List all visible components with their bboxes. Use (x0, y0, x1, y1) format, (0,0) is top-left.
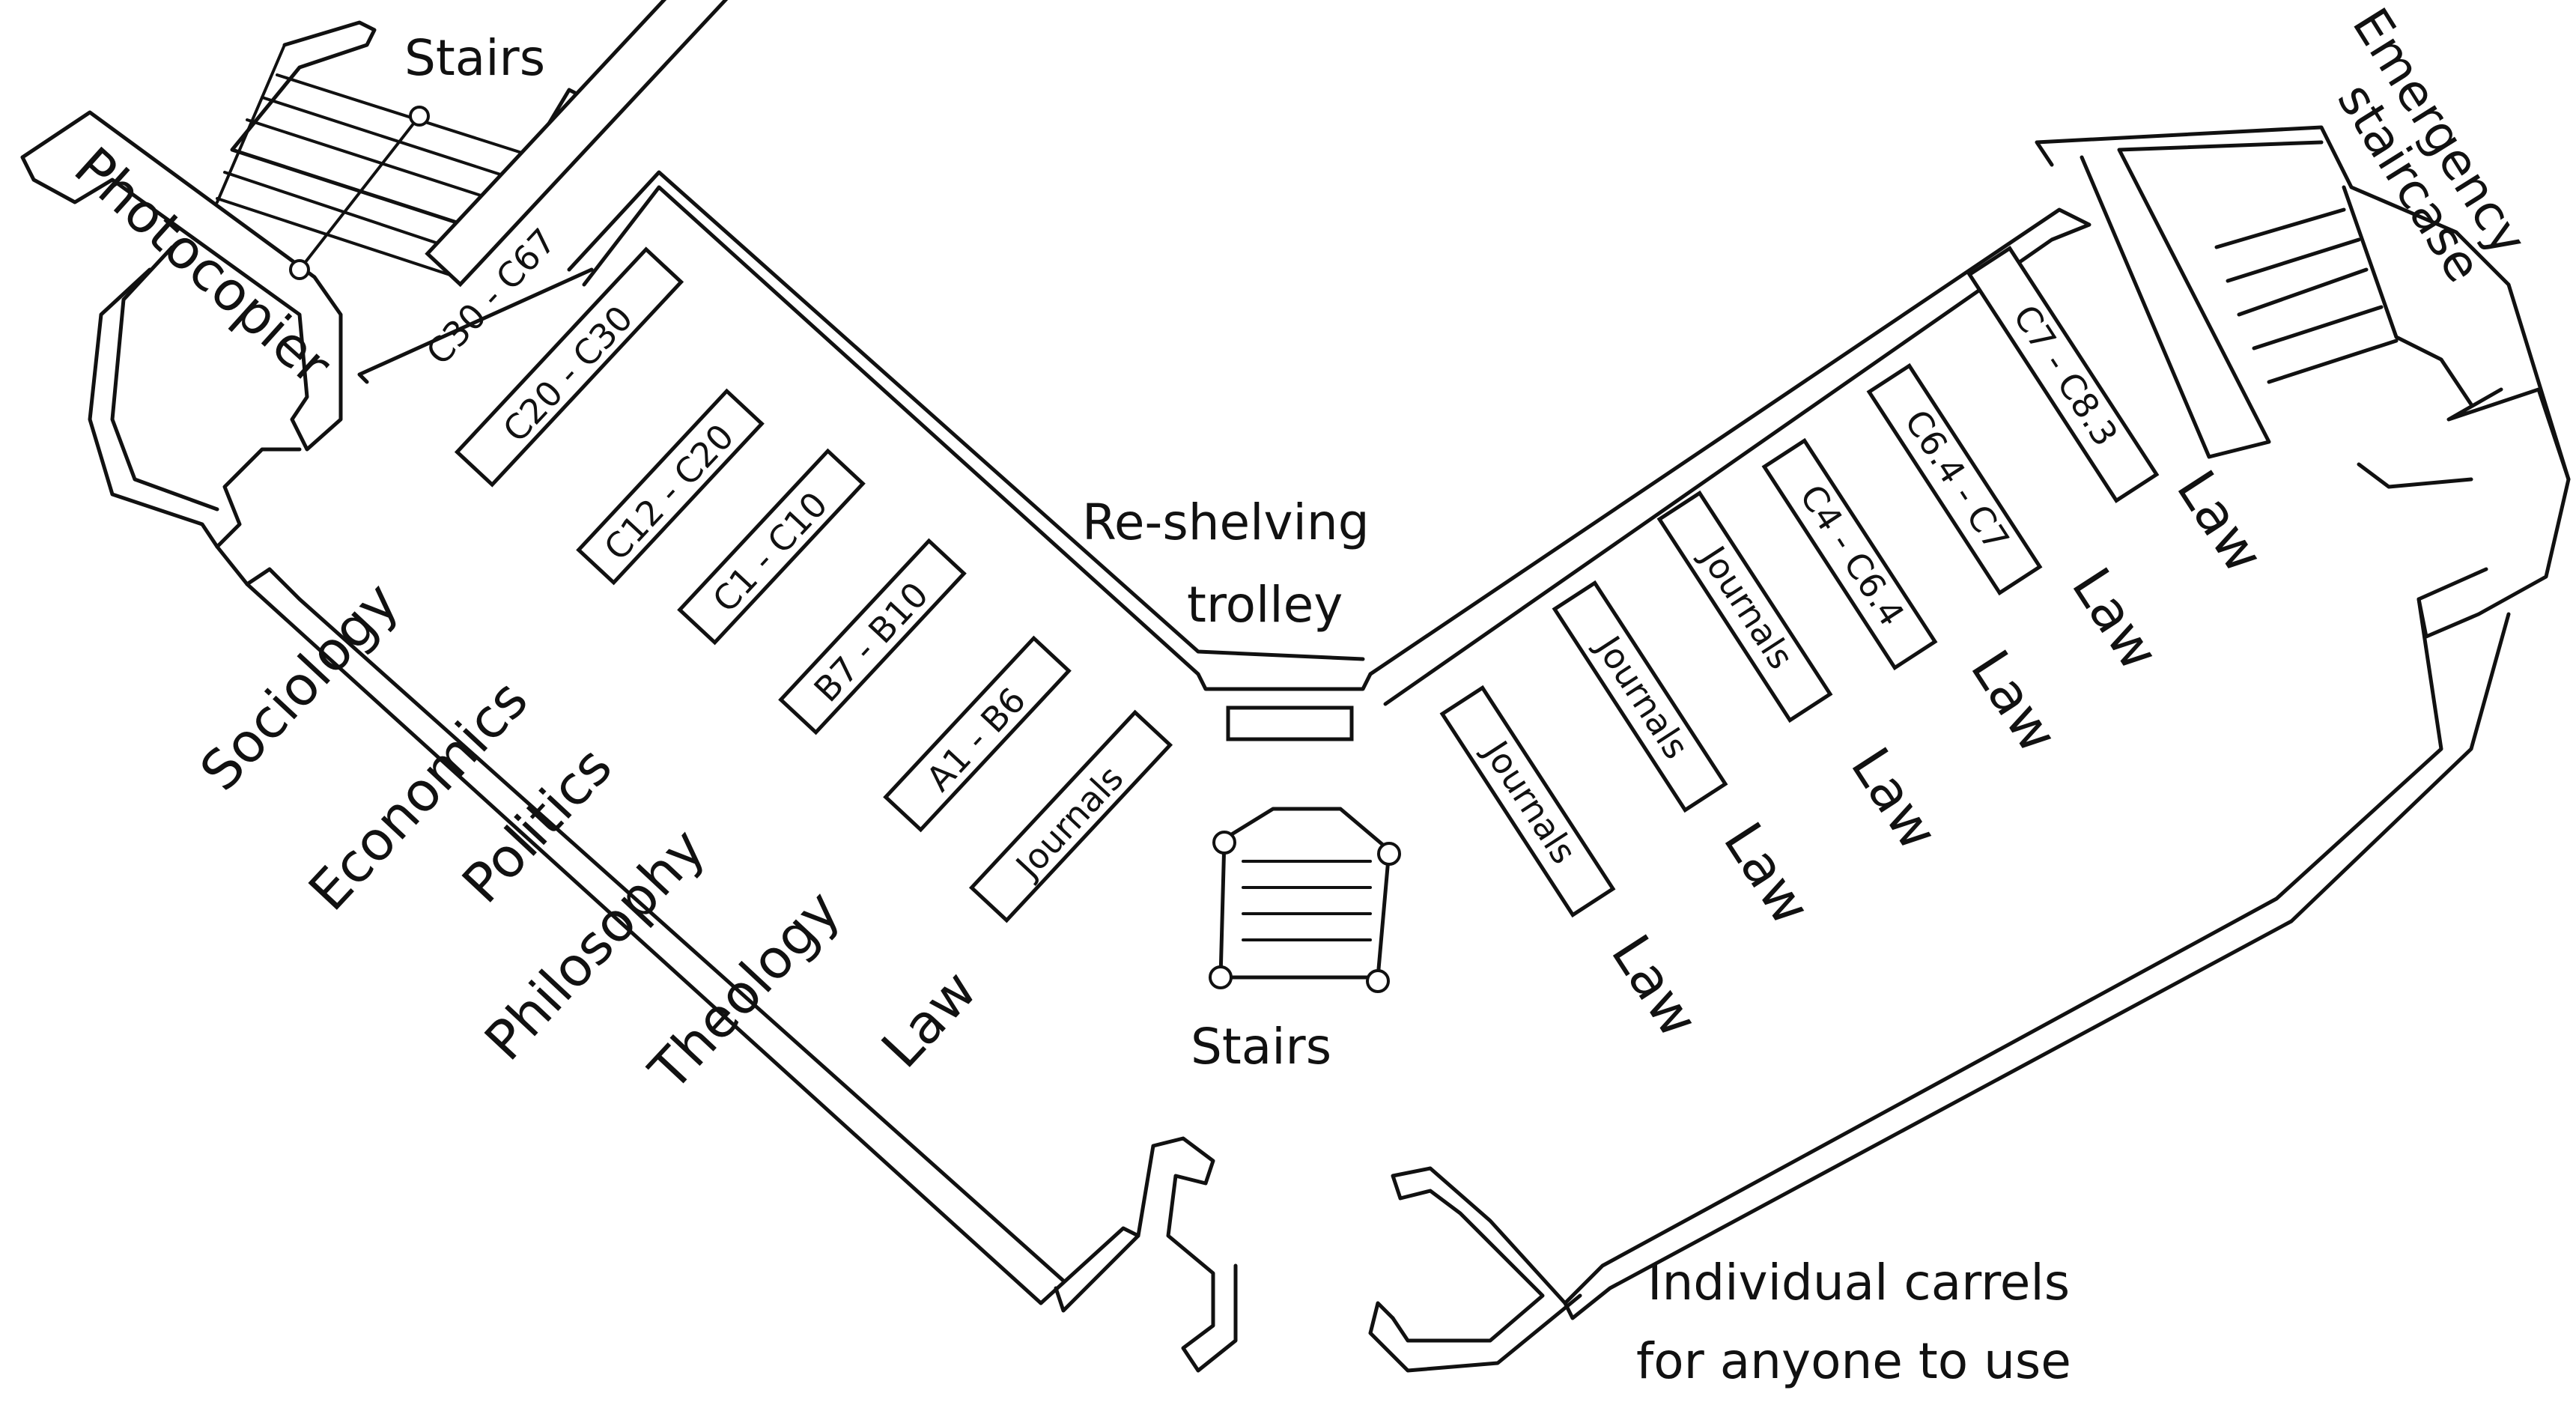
right-shelf-journals-2: Journals (1552, 580, 1728, 813)
right-shelf-c6-4-c7: C6.4 - C7 (1866, 362, 2043, 596)
subject-label-law: Law (1712, 812, 1823, 936)
shelf-label: B7 - B10 (806, 574, 936, 710)
subject-label-law: Law (2060, 557, 2171, 682)
right-shelf-journals-1: Journals (1439, 685, 1616, 918)
subject-label-law: Law (2165, 460, 2276, 584)
bottom-right-carrel (1368, 1166, 1582, 1373)
subject-label-law: Law (1600, 924, 1710, 1049)
reshelving-label-line2: trolley (1187, 576, 1343, 634)
center-stairs-label: Stairs (1191, 1018, 1331, 1075)
subject-label-theology: Theology (637, 879, 851, 1103)
shelf-label: Journals (1006, 758, 1131, 887)
reshelving-label-line1: Re-shelving (1082, 494, 1370, 551)
top-stairs-label: Stairs (404, 29, 545, 87)
center-stairs (1209, 807, 1401, 993)
shelf-label: C6.4 - C7 (1897, 402, 2017, 558)
subject-label-law: Law (1959, 640, 2070, 764)
reshelving-trolley (1226, 705, 1354, 741)
bottom-left-carrel (1039, 1136, 1238, 1373)
carrels-label-line2: for anyone to use (1636, 1332, 2071, 1390)
shelf-label: C7 - C8.3 (2005, 297, 2126, 453)
left-shelf-b7-b10: B7 - B10 (778, 538, 967, 735)
right-wing-walls (1368, 125, 2571, 1320)
shelf-label: C20 - C30 (495, 298, 640, 450)
subject-label-sociology: Sociology (188, 570, 410, 802)
carrels-label-line1: Individual carrels (1647, 1254, 2070, 1311)
shelf-label: C12 - C20 (596, 416, 741, 568)
shelf-label: C4 - C6.4 (1792, 477, 1913, 633)
left-shelf-a1-b6: A1 - B6 (883, 635, 1072, 833)
subject-label-law: Law (1839, 737, 1950, 861)
shelf-label: C1 - C10 (705, 484, 835, 620)
subject-label-law: Law (869, 959, 988, 1080)
left-wing-walls (20, 110, 1373, 1305)
right-shelf-c7-c8-3: C7 - C8.3 (1966, 246, 2160, 503)
